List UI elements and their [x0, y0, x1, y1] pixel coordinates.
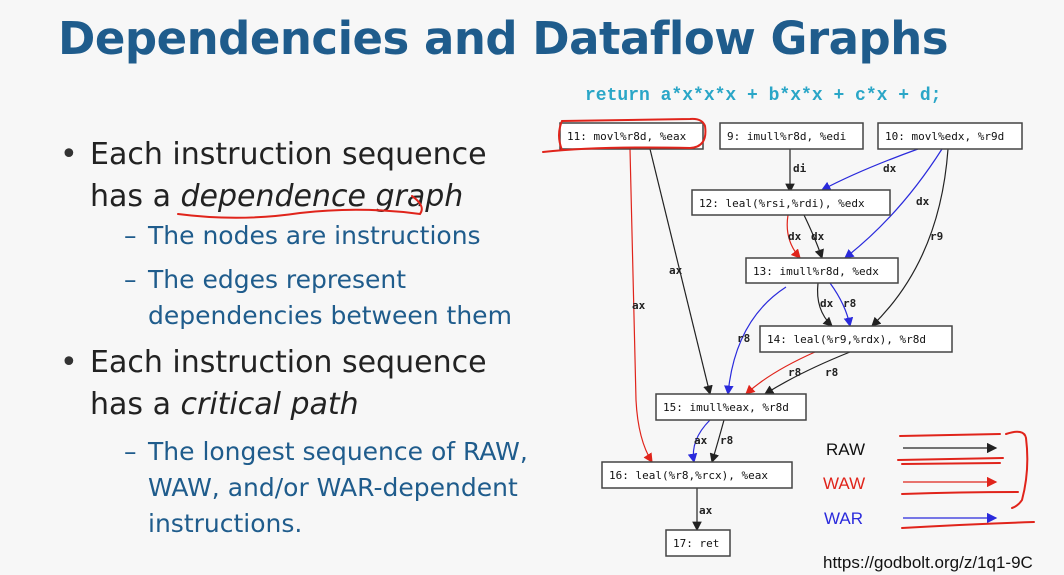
edge-15-16-black: [709, 419, 725, 464]
edge-11-16: [629, 148, 653, 464]
edge-label: r8: [720, 434, 733, 447]
edge-11-15: [649, 148, 713, 396]
node-label: 17: ret: [673, 537, 719, 550]
edge-label: ax: [632, 299, 646, 312]
edge-label: dx: [811, 230, 825, 243]
subbullet-nodes: – The nodes are instructions: [60, 218, 540, 254]
edge-label: ax: [699, 504, 713, 517]
bullet-emphasis: dependence graph: [180, 179, 464, 214]
node-label: 10: movl%edx, %r9d: [885, 130, 1004, 143]
node-label: 11: movl%r8d, %eax: [567, 130, 687, 143]
edge-label: dx: [788, 230, 802, 243]
edge-14-15-red: [745, 351, 816, 395]
bullet-text: Each instruction sequence has a: [90, 345, 487, 422]
bullet-critical-path: • Each instruction sequence has a critic…: [60, 342, 540, 426]
edge-15-16-blue: [687, 419, 711, 464]
node-14: 14: leal(%r9,%rdx), %r8d: [759, 325, 953, 353]
node-10: 10: movl%edx, %r9d: [877, 122, 1023, 150]
edge-13-14-black: [816, 282, 833, 327]
node-label: 13: imull%r8d, %edx: [753, 265, 879, 278]
edge-label: dx: [916, 195, 930, 208]
edge-label: dx: [820, 297, 834, 310]
circle-node-11-annotation: [542, 117, 707, 153]
subbullet-text: The longest sequence of RAW, WAW, and/or…: [148, 437, 528, 538]
node-11: 11: movl%r8d, %eax: [559, 122, 704, 150]
dash-marker: –: [124, 265, 137, 294]
legend-waw-underline-annotation: [901, 491, 1019, 495]
handwritten-annotations: [177, 117, 1035, 529]
dash-marker: –: [124, 437, 137, 466]
legend-waw-label: WAW: [823, 474, 865, 493]
code-expression: return a*x*x*x + b*x*x + c*x + d;: [585, 86, 942, 106]
edge-label: r8: [825, 366, 838, 379]
node-15: 15: imull%eax, %r8d: [655, 393, 807, 421]
node-12: 12: leal(%rsi,%rdi), %edx: [691, 189, 891, 216]
underline-dependence-graph-annotation: [177, 195, 423, 219]
godbolt-link[interactable]: https://godbolt.org/z/1q1-9C: [823, 553, 1033, 572]
subbullet-text: The edges represent dependencies between…: [148, 265, 512, 330]
bullet-emphasis: critical path: [180, 387, 359, 422]
edge-label: r8: [843, 297, 856, 310]
subbullet-longest: – The longest sequence of RAW, WAW, and/…: [60, 434, 540, 542]
edge-label: ax: [669, 264, 683, 277]
edge-label: di: [793, 162, 807, 175]
node-label: 12: leal(%rsi,%rdi), %edx: [699, 197, 865, 210]
node-9: 9: imull%r8d, %edi: [719, 122, 864, 150]
edge-10-14: [871, 148, 949, 327]
node-label: 14: leal(%r9,%rdx), %r8d: [767, 333, 926, 346]
legend-war-label: WAR: [824, 509, 863, 528]
node-label: 16: leal(%r8,%rcx), %eax: [609, 469, 768, 482]
node-label: 9: imull%r8d, %edi: [727, 130, 846, 143]
slide-title: Dependencies and Dataflow Graphs: [58, 12, 949, 65]
node-16: 16: leal(%r8,%rcx), %eax: [601, 461, 793, 489]
edge-label: r8: [737, 332, 750, 345]
legend-raw-label: RAW: [826, 440, 865, 459]
edge-label: dx: [883, 162, 897, 175]
node-label: 15: imull%eax, %r8d: [663, 401, 789, 414]
node-13: 13: imull%r8d, %edx: [745, 257, 899, 284]
dash-marker: –: [124, 221, 137, 250]
edge-label: r8: [788, 366, 801, 379]
legend-bracket-annotation: [1005, 430, 1029, 509]
edge-14-15-black: [763, 351, 851, 395]
subbullet-edges: – The edges represent dependencies betwe…: [60, 262, 540, 334]
edge-12-13-red: [786, 214, 801, 259]
bullet-dot: •: [60, 137, 78, 172]
edge-13-15: [724, 286, 787, 396]
legend-war-underline-annotation: [901, 521, 1035, 529]
node-17: 17: ret: [665, 529, 731, 557]
legend: RAW WAW WAR: [823, 440, 998, 528]
edge-10-12: [820, 148, 919, 191]
bullet-dependence-graph: • Each instruction sequence has a depend…: [60, 134, 540, 218]
edge-10-13: [844, 148, 943, 259]
bullet-text: Each instruction sequence has a: [90, 137, 487, 214]
edge-label: r9: [930, 230, 943, 243]
subbullet-text: The nodes are instructions: [148, 221, 481, 250]
legend-raw-scribble-annotation: [897, 433, 1004, 465]
bullet-dot: •: [60, 345, 78, 380]
edge-12-13-black: [803, 214, 824, 260]
edge-13-14-blue: [829, 282, 854, 328]
bullet-list: • Each instruction sequence has a depend…: [60, 134, 540, 542]
edge-label: ax: [694, 434, 708, 447]
